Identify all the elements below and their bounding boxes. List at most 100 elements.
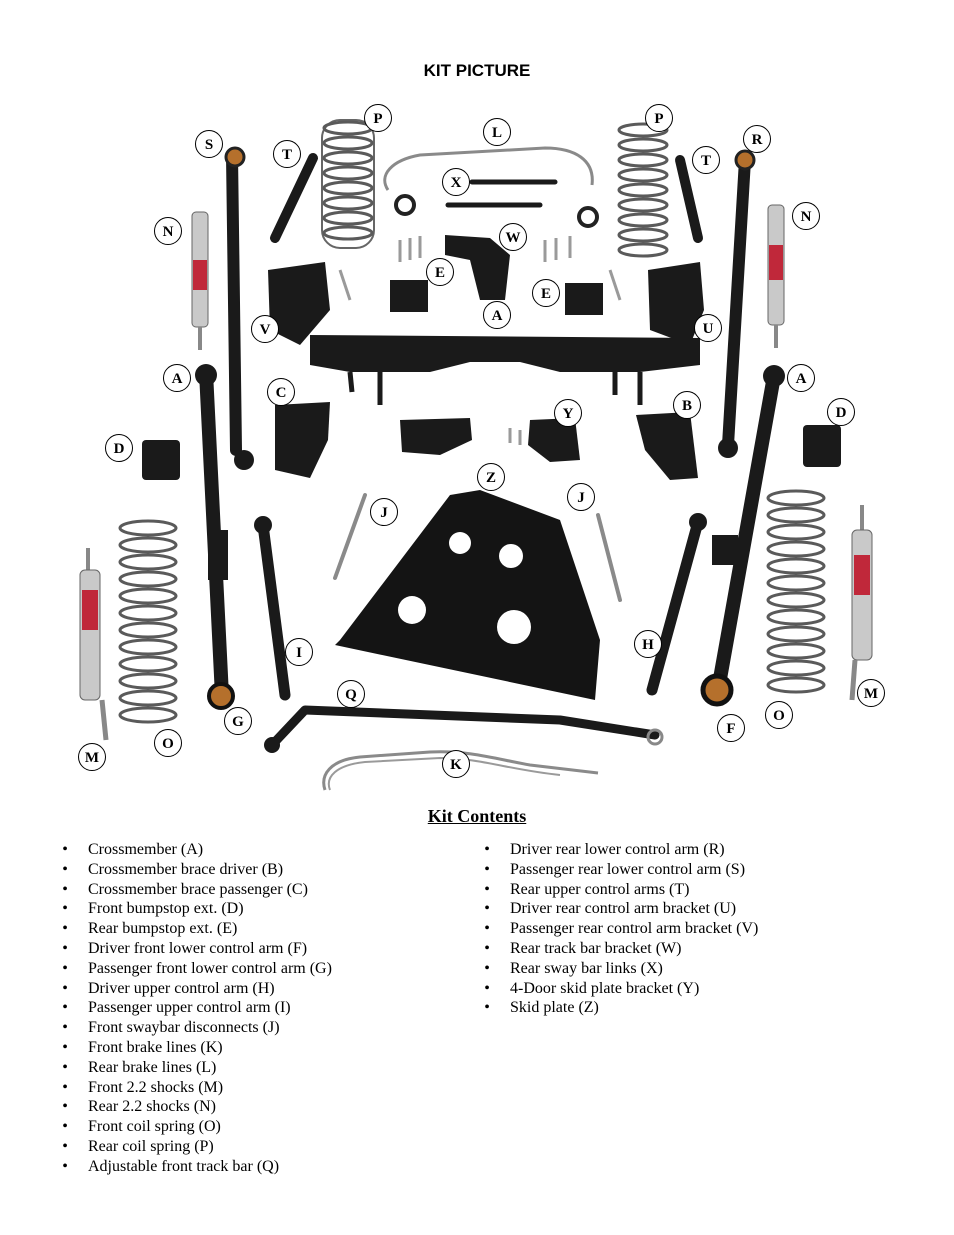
list-item: •Front coil spring (O) bbox=[60, 1117, 332, 1137]
list-item-label: Adjustable front track bar (Q) bbox=[88, 1157, 280, 1175]
list-item: • Passenger rear lower control arm (S) bbox=[482, 860, 758, 880]
callout-label: Q bbox=[337, 680, 365, 708]
list-item-label: Rear sway bar links (X) bbox=[510, 959, 663, 977]
list-item-label: Rear brake lines (L) bbox=[88, 1058, 217, 1076]
rear-brake-line bbox=[383, 146, 594, 191]
passenger-front-lower-control-arm bbox=[195, 364, 235, 710]
list-item: • Rear brake lines (L) bbox=[60, 1058, 332, 1078]
list-item: •Rear sway bar links (X) bbox=[482, 959, 758, 979]
crossmember-brace-driver bbox=[636, 412, 698, 480]
list-item: •Rear upper control arms (T) bbox=[482, 880, 758, 900]
bullet-icon: • bbox=[62, 939, 68, 957]
list-item-label: Driver rear lower control arm (R) bbox=[510, 841, 725, 858]
bullet-icon: • bbox=[62, 860, 68, 878]
hardware-bolts bbox=[338, 236, 622, 445]
list-item-label: Crossmember (A) bbox=[88, 841, 204, 858]
list-item-label: Crossmember brace driver (B) bbox=[88, 860, 284, 878]
callout-label: B bbox=[673, 391, 701, 419]
list-item-label: Front brake lines (K) bbox=[88, 1038, 223, 1056]
callout-label: E bbox=[426, 258, 454, 286]
list-item-label: Skid plate (Z) bbox=[510, 999, 599, 1017]
callout-label: M bbox=[78, 743, 106, 771]
bullet-icon: • bbox=[62, 1019, 68, 1037]
rear-lower-control-arm-driver bbox=[718, 149, 756, 458]
list-item-label: Passenger rear lower control arm (S) bbox=[510, 860, 746, 878]
page-title: KIT PICTURE bbox=[423, 61, 531, 80]
list-item: •Rear 2.2 shocks (N) bbox=[60, 1097, 332, 1117]
callout-label: O bbox=[154, 729, 182, 757]
list-item-label: Driver front lower control arm (F) bbox=[88, 939, 308, 957]
callout-label: W bbox=[499, 223, 527, 251]
bullet-icon: • bbox=[62, 1038, 68, 1056]
bullet-icon: • bbox=[484, 999, 490, 1017]
bullet-icon: • bbox=[62, 1157, 68, 1175]
bullet-icon: • bbox=[484, 900, 490, 918]
callout-label: X bbox=[442, 168, 470, 196]
rear-bumpstop-ext-right bbox=[565, 283, 603, 315]
bullet-icon: • bbox=[62, 1118, 68, 1136]
callout-label: C bbox=[267, 378, 295, 406]
callout-label: J bbox=[370, 498, 398, 526]
list-item: •Front 2.2 shocks (M) bbox=[60, 1078, 332, 1098]
rear-coil-spring-right bbox=[617, 122, 669, 258]
passenger-rear-control-arm-bracket bbox=[268, 262, 330, 345]
callout-label: R bbox=[743, 125, 771, 153]
list-item: • Driver front lower control arm (F) bbox=[60, 939, 332, 959]
list-item: •4-Door skid plate bracket (Y) bbox=[482, 979, 758, 999]
skid-plate bbox=[335, 490, 600, 700]
callout-label: O bbox=[765, 701, 793, 729]
rear-lower-control-arm-passenger bbox=[224, 146, 254, 470]
rear-shock-right bbox=[767, 204, 785, 348]
front-swaybar-disconnect-right bbox=[596, 513, 622, 602]
rear-shock-left bbox=[191, 211, 209, 350]
callout-label: P bbox=[364, 104, 392, 132]
list-item-label: Rear bumpstop ext. (E) bbox=[88, 920, 238, 938]
callout-label: E bbox=[532, 279, 560, 307]
driver-upper-control-arm bbox=[646, 513, 707, 696]
kit-contents-heading: Kit Contents bbox=[427, 806, 527, 826]
crossmember bbox=[310, 335, 700, 405]
list-item-label: Driver rear control arm bracket (U) bbox=[510, 900, 737, 918]
list-item-label: Passenger rear control arm bracket (V) bbox=[510, 920, 759, 938]
list-item: •Passenger rear control arm bracket (V) bbox=[482, 919, 758, 939]
list-item-label: Crossmember brace passenger (C) bbox=[88, 880, 308, 898]
list-item: •Crossmember (A) bbox=[60, 840, 332, 860]
callout-label: G bbox=[224, 707, 252, 735]
list-item: • Front swaybar disconnects (J) bbox=[60, 1018, 332, 1038]
bullet-icon: • bbox=[484, 880, 490, 898]
list-item: •Rear bumpstop ext. (E) bbox=[60, 919, 332, 939]
crossmember-brace-passenger bbox=[275, 402, 330, 478]
list-item: •Passenger upper control arm (I) bbox=[60, 998, 332, 1018]
list-item: • Adjustable front track bar (Q) bbox=[60, 1157, 332, 1177]
front-swaybar-disconnect-left bbox=[333, 493, 367, 580]
front-coil-spring-left bbox=[118, 519, 178, 724]
bullet-icon: • bbox=[484, 860, 490, 878]
callout-label: A bbox=[787, 364, 815, 392]
kit-picture bbox=[79, 119, 873, 791]
rear-upper-control-arm-right bbox=[675, 155, 703, 243]
list-item: • Front brake lines (K) bbox=[60, 1038, 332, 1058]
bullet-icon: • bbox=[484, 939, 490, 957]
bullet-icon: • bbox=[62, 880, 68, 898]
list-item-label: Rear coil spring (P) bbox=[88, 1137, 214, 1155]
list-item-label: Driver upper control arm (H) bbox=[88, 979, 275, 997]
front-shock-left bbox=[79, 548, 109, 741]
skid-plate-bracket-left bbox=[400, 418, 472, 455]
list-item-label: Passenger upper control arm (I) bbox=[88, 999, 291, 1017]
adjustable-front-track-bar bbox=[267, 705, 660, 750]
bullet-icon: • bbox=[62, 1058, 68, 1076]
front-bumpstop-ext-left bbox=[142, 440, 180, 480]
list-item: •Front bumpstop ext. (D) bbox=[60, 899, 332, 919]
callout-label: K bbox=[442, 750, 470, 778]
callout-label: P bbox=[645, 104, 673, 132]
callout-label: U bbox=[694, 314, 722, 342]
front-coil-spring-right bbox=[766, 489, 826, 694]
bullet-icon: • bbox=[62, 959, 68, 977]
callout-label: S bbox=[195, 130, 223, 158]
rear-coil-spring-left bbox=[321, 119, 375, 249]
list-item: •Driver upper control arm (H) bbox=[60, 979, 332, 999]
callout-label: F bbox=[717, 714, 745, 742]
driver-rear-control-arm-bracket bbox=[648, 262, 704, 345]
list-item-label: Front swaybar disconnects (J) bbox=[88, 1019, 280, 1037]
list-item: • Driver rear control arm bracket (U) bbox=[482, 899, 758, 919]
